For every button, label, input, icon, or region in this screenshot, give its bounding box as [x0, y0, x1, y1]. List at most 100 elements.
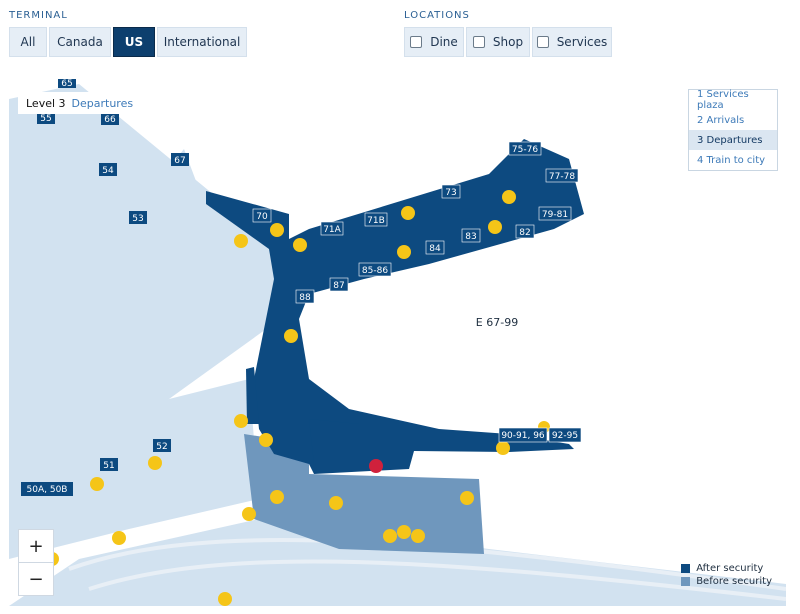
restroom-icon [401, 206, 415, 220]
locations-filter-group: Dine Shop Services [404, 27, 612, 57]
departures-pier-north [246, 367, 259, 424]
locations-section-label: LOCATIONS [404, 10, 470, 21]
svg-text:87: 87 [333, 281, 344, 291]
elevator-icon [234, 414, 248, 428]
svg-text:84: 84 [429, 244, 441, 254]
svg-text:83: 83 [465, 232, 476, 242]
gate-87[interactable]: 87 [329, 277, 349, 292]
svg-text:50A, 50B: 50A, 50B [27, 485, 68, 495]
svg-text:70: 70 [256, 212, 268, 222]
elevator-icon [242, 507, 256, 521]
elevator-icon [90, 477, 104, 491]
terminal-us-button[interactable]: US [113, 27, 155, 57]
map-canvas[interactable]: 65 55 66 54 67 53 52 51 50A, 50B 70 71A … [9, 79, 786, 606]
road-line-2 [88, 559, 786, 601]
before-security-area [244, 434, 484, 554]
svg-text:55: 55 [40, 114, 51, 124]
legend-after-security: After security [681, 563, 772, 574]
terminal-canada-button[interactable]: Canada [49, 27, 111, 57]
gate-54[interactable]: 54 [99, 163, 117, 176]
level-2-arrivals[interactable]: 2 Arrivals [697, 114, 745, 126]
help-icon [411, 529, 425, 543]
svg-text:73: 73 [445, 188, 456, 198]
restroom-icon [293, 238, 307, 252]
gate-50a-50b[interactable]: 50A, 50B [21, 482, 73, 496]
level-1-services-plaza[interactable]: 1 Services plaza [697, 89, 749, 111]
gate-55[interactable]: 55 [37, 111, 55, 124]
shop-label: Shop [492, 35, 524, 49]
current-level: Level 3 [26, 96, 66, 110]
public-pier-54 [49, 174, 139, 249]
svg-text:77-78: 77-78 [549, 172, 575, 182]
gate-52[interactable]: 52 [153, 439, 171, 452]
gate-79-81[interactable]: 79-81 [538, 206, 572, 221]
terminal-international-button[interactable]: International [157, 27, 247, 57]
gate-75-76[interactable]: 75-76 [508, 141, 542, 156]
svg-text:71A: 71A [323, 225, 341, 235]
gate-67[interactable]: 67 [171, 153, 189, 166]
elevator-icon [496, 441, 510, 455]
svg-text:88: 88 [299, 293, 311, 303]
after-security-swatch [681, 564, 691, 573]
current-view: Departures [71, 96, 134, 110]
gate-65[interactable]: 65 [58, 79, 76, 89]
gate-82[interactable]: 82 [515, 224, 535, 239]
gate-83[interactable]: 83 [461, 228, 481, 243]
after-security-label: After security [696, 563, 764, 574]
restroom-icon [284, 329, 298, 343]
restroom-icon [397, 245, 411, 259]
svg-text:51: 51 [103, 461, 114, 471]
filter-dine[interactable]: Dine [404, 27, 464, 57]
terminal-map[interactable]: 65 55 66 54 67 53 52 51 50A, 50B 70 71A … [9, 79, 786, 606]
svg-text:92-95: 92-95 [552, 431, 578, 441]
svg-text:75-76: 75-76 [512, 145, 538, 155]
level-4-train-to-city[interactable]: 4 Train to city [697, 154, 766, 166]
dine-checkbox[interactable] [410, 36, 423, 48]
before-security-zone [244, 434, 484, 554]
amenity-icons [45, 190, 550, 606]
svg-text:82: 82 [519, 228, 530, 238]
gate-53[interactable]: 53 [129, 211, 147, 224]
gate-70[interactable]: 70 [252, 208, 272, 223]
svg-text:65: 65 [61, 79, 72, 89]
gate-88[interactable]: 88 [295, 289, 315, 304]
level-selector: 1 Services plaza 2 Arrivals 3 Departures… [688, 89, 778, 171]
terminal-button-group: All Canada US International [9, 27, 247, 57]
terminal-all-button[interactable]: All [9, 27, 47, 57]
level-3-departures[interactable]: 3 Departures [689, 130, 777, 150]
area-label: E 67-99 [476, 316, 518, 329]
svg-text:66: 66 [104, 115, 116, 125]
alert-marker [369, 459, 383, 473]
svg-text:85-86: 85-86 [362, 266, 388, 276]
help-icon [270, 490, 284, 504]
zoom-control: + − [18, 529, 54, 596]
map-legend: After security Before security [681, 563, 772, 589]
restroom-icon [397, 525, 411, 539]
gate-51[interactable]: 51 [100, 458, 118, 471]
gate-77-78[interactable]: 77-78 [545, 168, 579, 183]
level-indicator: Level 3 Departures [18, 92, 142, 114]
shop-checkbox[interactable] [472, 36, 485, 48]
services-label: Services [556, 35, 608, 49]
gate-84[interactable]: 84 [425, 240, 445, 255]
gate-85-86[interactable]: 85-86 [358, 262, 392, 277]
gate-71b[interactable]: 71B [364, 212, 388, 227]
elevator-icon [270, 223, 284, 237]
zoom-out-button[interactable]: − [28, 568, 44, 590]
elevator-icon [148, 456, 162, 470]
gate-90-91-96[interactable]: 90-91, 96 [498, 427, 548, 443]
svg-text:52: 52 [156, 442, 167, 452]
gate-92-95[interactable]: 92-95 [548, 427, 582, 443]
zoom-in-button[interactable]: + [19, 530, 53, 563]
svg-text:90-91, 96: 90-91, 96 [501, 431, 545, 441]
gate-71a[interactable]: 71A [320, 221, 344, 236]
security-icon [329, 496, 343, 510]
before-security-swatch [681, 577, 691, 586]
filter-services[interactable]: Services [532, 27, 612, 57]
svg-text:79-81: 79-81 [542, 210, 568, 220]
services-checkbox[interactable] [536, 36, 549, 48]
gate-66[interactable]: 66 [101, 112, 119, 125]
gate-73[interactable]: 73 [441, 184, 461, 199]
restroom-icon [259, 433, 273, 447]
filter-shop[interactable]: Shop [466, 27, 530, 57]
